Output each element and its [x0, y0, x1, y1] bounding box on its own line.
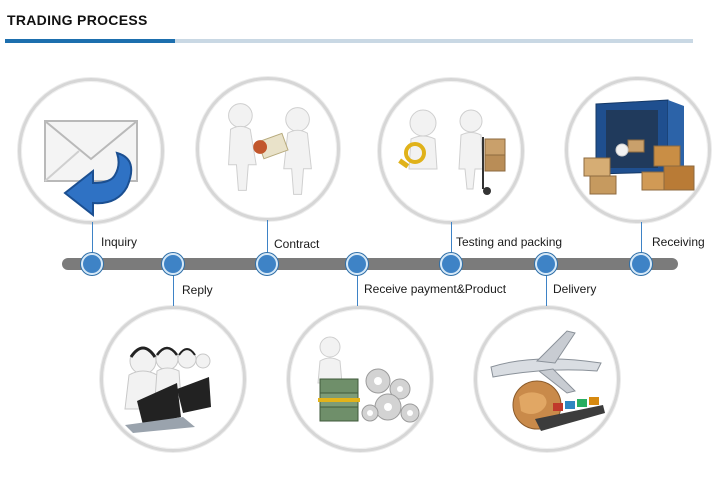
title-divider: [5, 39, 693, 43]
timeline-node-receiving: [630, 253, 652, 275]
envelope-reply-icon: [18, 78, 164, 224]
step-label-receiving: Receiving: [652, 235, 705, 249]
timeline-node-testing: [440, 253, 462, 275]
step-label-delivery: Delivery: [553, 282, 597, 296]
step-label-testing: Testing and packing: [456, 235, 563, 249]
contract-handshake-icon: [196, 77, 340, 221]
timeline-node-payment: [346, 253, 368, 275]
timeline-bar: [62, 258, 678, 270]
timeline-node-reply: [162, 253, 184, 275]
step-label-contract: Contract: [274, 237, 320, 251]
plane-ship-globe-icon: [474, 306, 620, 452]
timeline-node-delivery: [535, 253, 557, 275]
step-label-inquiry: Inquiry: [101, 235, 138, 249]
connector-contract: [267, 220, 268, 264]
step-label-reply: Reply: [182, 283, 213, 297]
inspection-packing-icon: [378, 78, 524, 224]
money-gears-icon: [287, 306, 433, 452]
connector-delivery: [546, 264, 547, 306]
connector-inquiry: [92, 222, 93, 264]
container-boxes-icon: [565, 77, 711, 223]
connector-payment: [357, 264, 358, 306]
page-title: TRADING PROCESS: [7, 12, 148, 28]
connector-reply: [173, 264, 174, 306]
connector-testing: [451, 222, 452, 264]
call-center-icon: [100, 306, 246, 452]
step-label-payment: Receive payment&Product: [364, 282, 507, 296]
timeline-node-inquiry: [81, 253, 103, 275]
connector-receiving: [641, 222, 642, 264]
timeline-node-contract: [256, 253, 278, 275]
